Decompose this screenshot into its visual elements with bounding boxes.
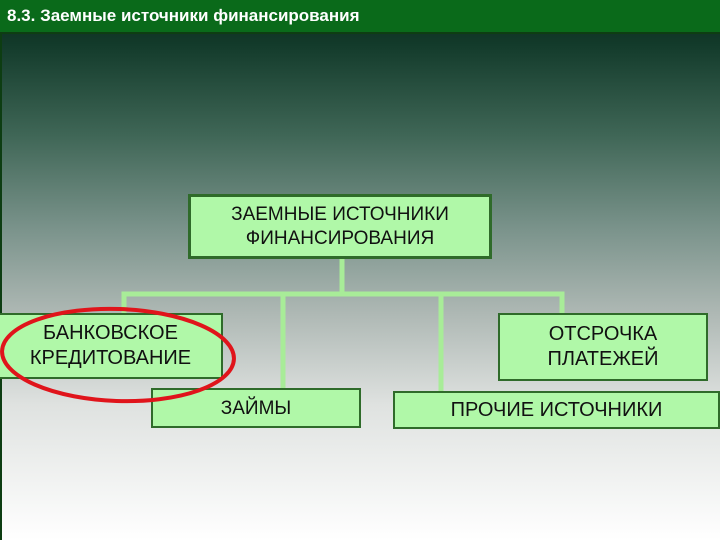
bank-label-line1: БАНКОВСКОЕ	[43, 322, 178, 344]
node-other-sources: ПРОЧИЕ ИСТОЧНИКИ	[393, 391, 720, 429]
left-border-line	[0, 34, 2, 540]
root-label-line2: ФИНАНСИРОВАНИЯ	[245, 227, 435, 249]
slide-title: 8.3. Заемные источники финансирования	[7, 6, 360, 25]
root-node-borrowed-sources: ЗАЕМНЫЕ ИСТОЧНИКИ ФИНАНСИРОВАНИЯ	[188, 194, 492, 259]
highlight-ellipse	[0, 306, 236, 404]
node-loans: ЗАЙМЫ	[151, 388, 361, 428]
deferral-label-line2: ПЛАТЕЖЕЙ	[547, 348, 659, 370]
loans-label: ЗАЙМЫ	[220, 398, 292, 419]
deferral-label-line1: ОТСРОЧКА	[548, 323, 658, 345]
title-bar: 8.3. Заемные источники финансирования	[0, 0, 720, 34]
node-payment-deferral: ОТСРОЧКА ПЛАТЕЖЕЙ	[498, 313, 708, 381]
other-label: ПРОЧИЕ ИСТОЧНИКИ	[450, 399, 663, 421]
node-bank-lending: БАНКОВСКОЕ КРЕДИТОВАНИЕ	[0, 313, 223, 379]
root-label-line1: ЗАЕМНЫЕ ИСТОЧНИКИ	[231, 203, 449, 225]
bank-label-line2: КРЕДИТОВАНИЕ	[29, 347, 192, 369]
